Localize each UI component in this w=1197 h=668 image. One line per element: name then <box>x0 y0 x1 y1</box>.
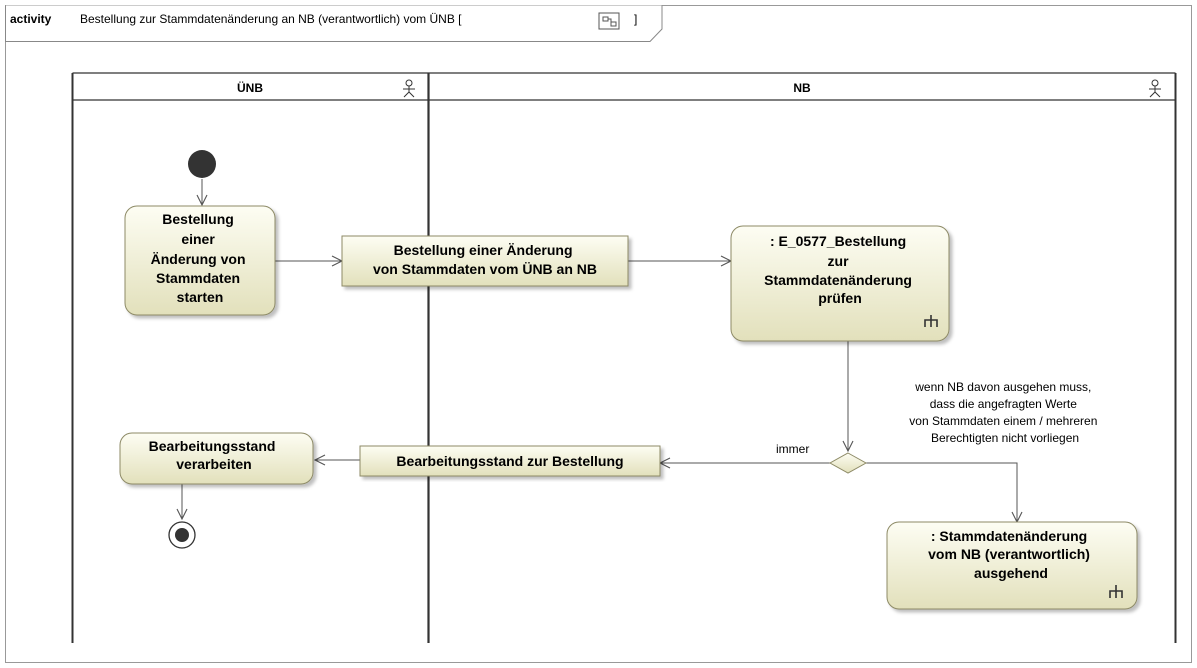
action-process-status-label: Bearbeitungsstand verarbeiten <box>149 438 280 472</box>
frame-keyword: activity <box>10 12 52 26</box>
decision-node[interactable] <box>828 452 868 474</box>
call-behavior-rake-icon <box>924 315 938 327</box>
action-start-order-label: Bestellung einer Änderung von Stammdaten… <box>151 211 250 305</box>
lane-header-nb: NB <box>793 79 1161 98</box>
lane-title-nb: NB <box>793 81 811 95</box>
frame-heading-tab <box>5 5 663 42</box>
flows <box>182 179 1017 522</box>
activity-diagram-icon[interactable] <box>598 12 620 30</box>
frame-title-end: ] <box>634 12 637 26</box>
guard-always: immer <box>776 442 809 456</box>
lane-header-uenb: ÜNB <box>237 79 415 98</box>
frame-title: Bestellung zur Stammdatenänderung an NB … <box>80 12 462 26</box>
swimlanes <box>71 72 1177 643</box>
activity-final-node[interactable] <box>168 521 196 549</box>
object-node-order-change[interactable]: Bestellung einer Änderung von Stammdaten… <box>341 235 629 287</box>
action-process-status[interactable]: Bearbeitungsstand verarbeiten <box>119 432 314 485</box>
object-node-status[interactable]: Bearbeitungsstand zur Bestellung <box>359 445 661 477</box>
action-check-order-label: : E_0577_Bestellung zur Stammdatenänderu… <box>764 233 916 306</box>
action-check-order[interactable]: : E_0577_Bestellung zur Stammdatenänderu… <box>730 225 950 342</box>
object-node-status-label: Bearbeitungsstand zur Bestellung <box>396 453 623 469</box>
action-start-order[interactable]: Bestellung einer Änderung von Stammdaten… <box>124 205 276 316</box>
flow-decision-to-master-change[interactable] <box>865 462 1017 522</box>
actor-icon <box>403 79 415 98</box>
initial-node[interactable] <box>188 150 216 178</box>
lane-title-uenb: ÜNB <box>237 80 263 95</box>
guard-condition: wenn NB davon ausgehen muss, dass die an… <box>909 380 1100 445</box>
action-master-change[interactable]: : Stammdatenänderung vom NB (verantwortl… <box>886 521 1138 610</box>
call-behavior-rake-icon <box>1109 585 1123 598</box>
action-master-change-label: : Stammdatenänderung vom NB (verantwortl… <box>928 528 1094 581</box>
actor-icon <box>1149 79 1161 98</box>
object-node-order-change-label: Bestellung einer Änderung von Stammdaten… <box>373 242 597 277</box>
